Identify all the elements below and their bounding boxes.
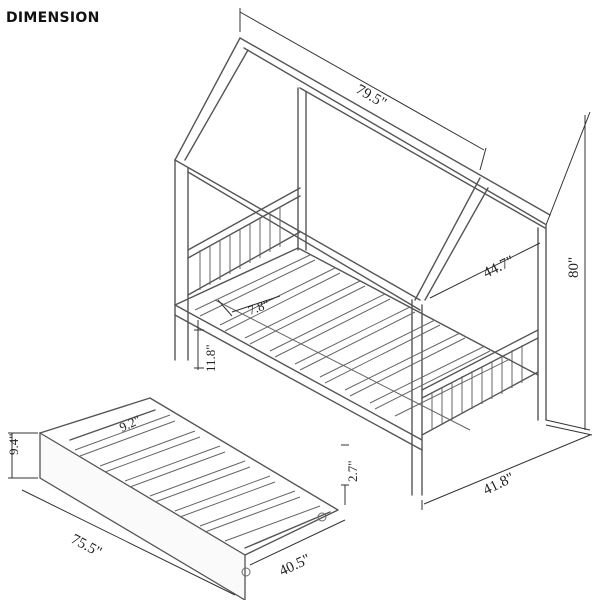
page-title: DIMENSION [6, 10, 100, 26]
front-side-rail [174, 304, 423, 451]
footboard-top-rail [421, 329, 539, 399]
front-left-post [174, 159, 189, 361]
caster-wheel [317, 512, 327, 522]
top-rail-b [187, 171, 421, 311]
right-rafter-front [414, 177, 481, 301]
back-side-rail [297, 247, 539, 376]
dim-bed-clearance: 11.8" [203, 344, 218, 372]
dim-trundle-length: 75.5" [68, 531, 104, 560]
trundle-back-rail [39, 397, 339, 556]
dimension-lines [8, 8, 593, 596]
trundle-slats [74, 414, 321, 542]
dim-overall-height: 80" [566, 257, 582, 278]
roof-ridge [239, 37, 551, 216]
back-right-post [537, 224, 547, 421]
right-rafter-back [424, 187, 489, 301]
dim-trundle-width: 40.5" [277, 551, 313, 579]
caster-wheel [241, 567, 251, 577]
dim-overall-width: 41.8" [481, 470, 517, 499]
headboard-top-rail [187, 187, 301, 259]
dim-inner-width: 44.7" [481, 253, 517, 282]
dim-trundle-panel-height: 9.4" [6, 433, 21, 455]
back-left-post [297, 87, 307, 251]
left-end-rail [174, 247, 299, 306]
headboard-bottom-rail [187, 231, 301, 296]
bed-slats [194, 254, 511, 417]
left-rafter-front [174, 37, 241, 161]
front-right-post [411, 299, 423, 496]
center-support [214, 299, 471, 431]
dim-trundle-clearance: 2.7" [345, 460, 360, 482]
headboard-slats [199, 207, 281, 290]
top-rail-back [299, 87, 546, 229]
trundle-inner-rail [69, 409, 331, 549]
house-bed-frame [174, 37, 551, 496]
dim-slat-spacing: 7.8" [246, 296, 271, 317]
trundle [39, 397, 339, 600]
footboard-bottom-rail [421, 371, 539, 436]
left-rafter-back [184, 49, 249, 161]
trundle-front-panel [39, 431, 246, 600]
roof-ridge-inner [243, 47, 546, 225]
